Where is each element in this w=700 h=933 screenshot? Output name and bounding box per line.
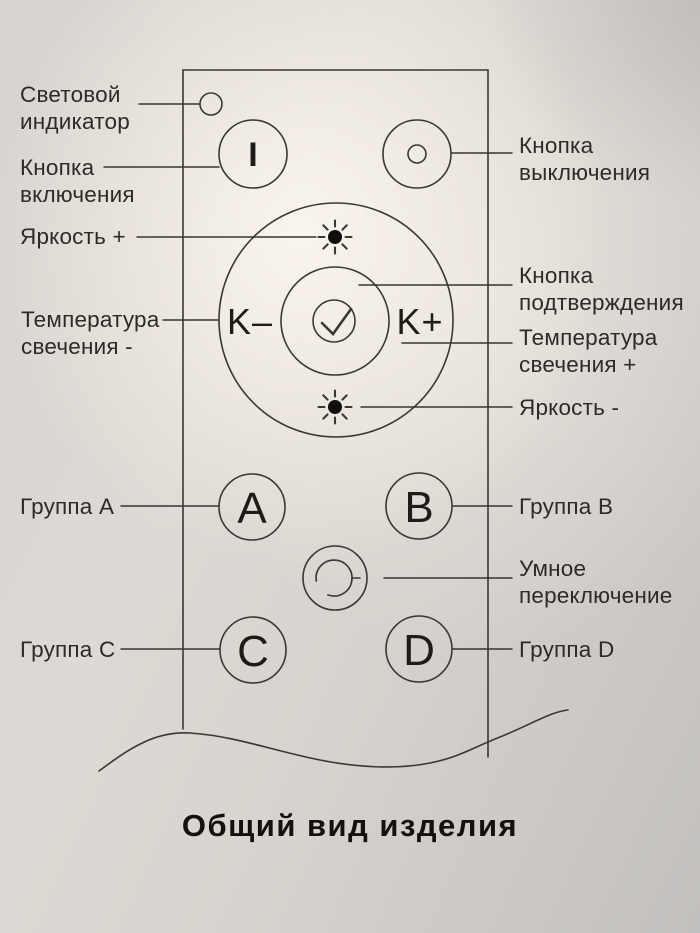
label-power-on: Кнопка включения	[20, 155, 135, 207]
label-brightness-plus: Яркость +	[20, 224, 126, 249]
label-group-d: Группа D	[519, 637, 615, 662]
group-a-button	[218, 473, 286, 541]
wave-line	[98, 709, 569, 772]
group-c-glyph: C	[237, 627, 269, 676]
label-temp-minus: Температура свечения -	[21, 307, 160, 359]
label-group-b: Группа B	[519, 494, 614, 519]
temp-minus-glyph: K–	[226, 301, 274, 342]
label-group-c: Группа C	[20, 637, 116, 662]
label-power-off: Кнопка выключения	[519, 133, 651, 185]
smart-switch-icon	[315, 559, 361, 597]
power-off-icon	[407, 144, 427, 164]
dpad-inner-ring	[280, 266, 390, 376]
label-temp-plus: Температура свечения +	[519, 325, 658, 377]
brightness-up-icon	[317, 219, 353, 255]
power-on-button	[218, 119, 288, 189]
confirm-button	[312, 299, 356, 343]
caption-title: Общий вид изделия	[181, 808, 519, 843]
light-indicator-circle	[199, 92, 223, 116]
power-on-glyph: I	[248, 136, 258, 174]
smart-switch-button	[302, 545, 368, 611]
group-d-glyph: D	[403, 626, 435, 675]
temp-plus-glyph: K+	[396, 301, 444, 342]
brightness-down-icon	[317, 389, 353, 425]
checkmark-icon	[320, 307, 353, 337]
group-c-button	[219, 616, 287, 684]
label-light-indicator: Световой индикатор	[20, 82, 130, 134]
label-smart-switch: Умное переключение	[519, 556, 673, 608]
dpad-outer-ring	[218, 202, 454, 438]
group-b-button	[385, 472, 453, 540]
label-brightness-minus: Яркость -	[519, 395, 620, 420]
group-b-glyph: B	[404, 483, 434, 532]
group-d-button	[385, 615, 453, 683]
label-group-a: Группа A	[20, 494, 115, 519]
group-a-glyph: A	[237, 484, 267, 533]
label-confirm: Кнопка подтверждения	[519, 263, 684, 315]
remote-outline	[182, 69, 489, 758]
power-off-button	[382, 119, 452, 189]
